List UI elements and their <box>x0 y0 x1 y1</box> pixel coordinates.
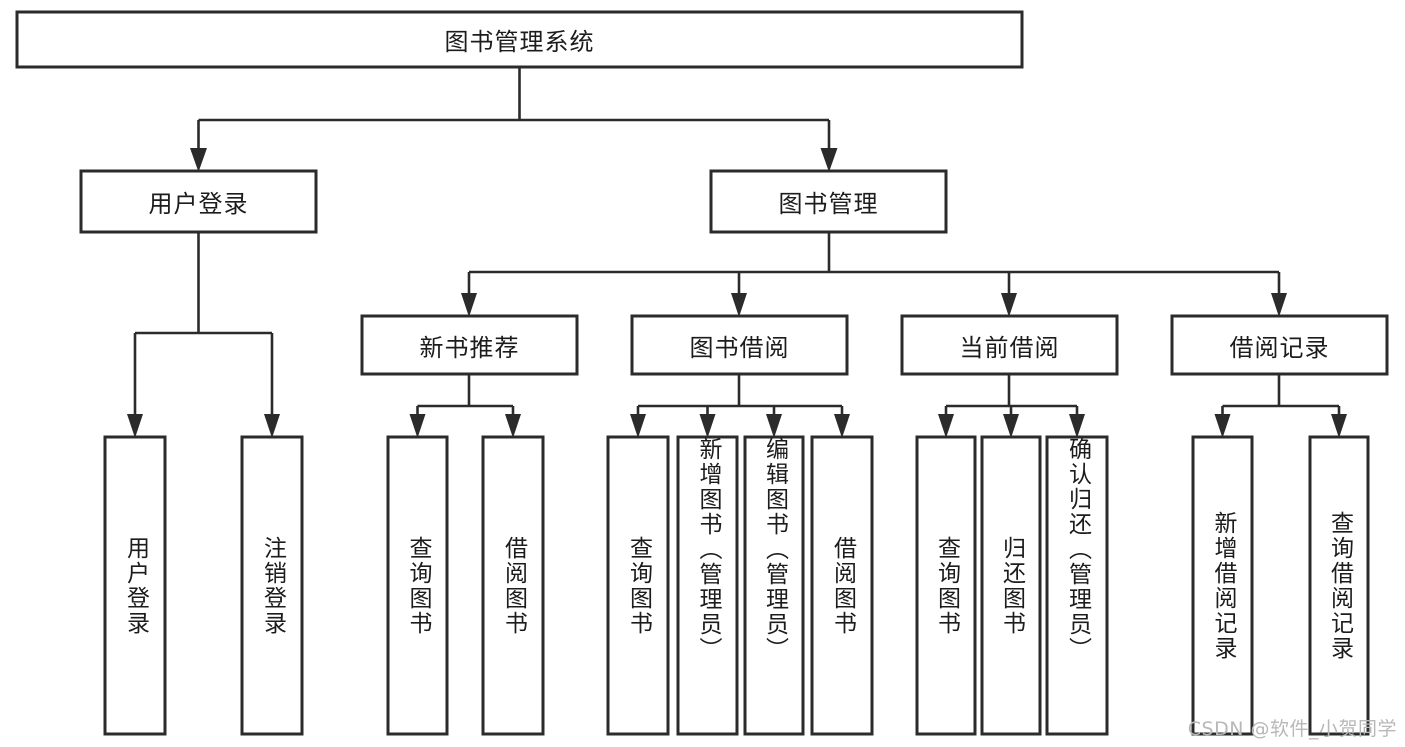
node-leaf-return-book[interactable] <box>980 435 1042 736</box>
node-leaf-add-borrow-record[interactable] <box>1191 435 1254 736</box>
node-leaf-confirm-return-admin[interactable] <box>1045 435 1109 736</box>
arrowhead-book-mgmt <box>820 148 838 172</box>
arrowhead-current-query <box>938 414 954 438</box>
arrowhead-current-confirm <box>1069 414 1085 438</box>
node-leaf-query-borrow-record[interactable] <box>1308 435 1370 736</box>
node-leaf-query-book-borrow[interactable] <box>606 435 670 736</box>
node-leaf-add-book-admin[interactable] <box>676 435 739 736</box>
arrowhead-borrow-edit <box>766 414 782 438</box>
arrowhead-leaf-user-login <box>127 414 143 438</box>
node-root[interactable] <box>15 10 1024 69</box>
arrowhead-record-add <box>1214 414 1231 438</box>
node-new-book-recommend[interactable] <box>360 314 579 376</box>
arrowhead-current <box>1001 293 1017 317</box>
arrowhead-leaf-logout <box>264 414 280 438</box>
node-box-layer <box>15 10 1389 736</box>
arrowhead-newbook-query <box>409 414 426 438</box>
arrowhead-record-query <box>1331 414 1347 438</box>
arrowhead-user-login <box>190 148 207 172</box>
arrowhead-borrow <box>731 293 747 317</box>
node-leaf-borrow-book[interactable] <box>810 435 874 736</box>
arrowhead-borrow-query <box>630 414 646 438</box>
node-current-borrow[interactable] <box>900 314 1119 376</box>
node-borrow-record[interactable] <box>1170 314 1389 376</box>
node-book-management[interactable] <box>709 169 948 234</box>
node-user-login[interactable] <box>79 169 318 234</box>
arrowhead-newbook <box>461 293 477 317</box>
connector-layer <box>127 67 1347 438</box>
node-leaf-edit-book-admin[interactable] <box>743 435 805 736</box>
arrowhead-record <box>1271 293 1287 317</box>
arrowhead-newbook-borrow <box>505 414 521 438</box>
node-book-borrow[interactable] <box>630 314 849 376</box>
node-leaf-borrow-book-newbook[interactable] <box>481 435 545 736</box>
node-leaf-user-login[interactable] <box>103 435 167 736</box>
watermark-text: CSDN @软件_小贺同学 <box>1187 718 1397 740</box>
arrowhead-borrow-borrowbook <box>834 414 850 438</box>
arrowhead-borrow-add <box>699 414 716 438</box>
node-leaf-logout[interactable] <box>240 435 304 736</box>
node-leaf-query-book-newbook[interactable] <box>386 435 449 736</box>
node-leaf-query-book-current[interactable] <box>915 435 977 736</box>
arrowhead-current-return <box>1003 414 1019 438</box>
